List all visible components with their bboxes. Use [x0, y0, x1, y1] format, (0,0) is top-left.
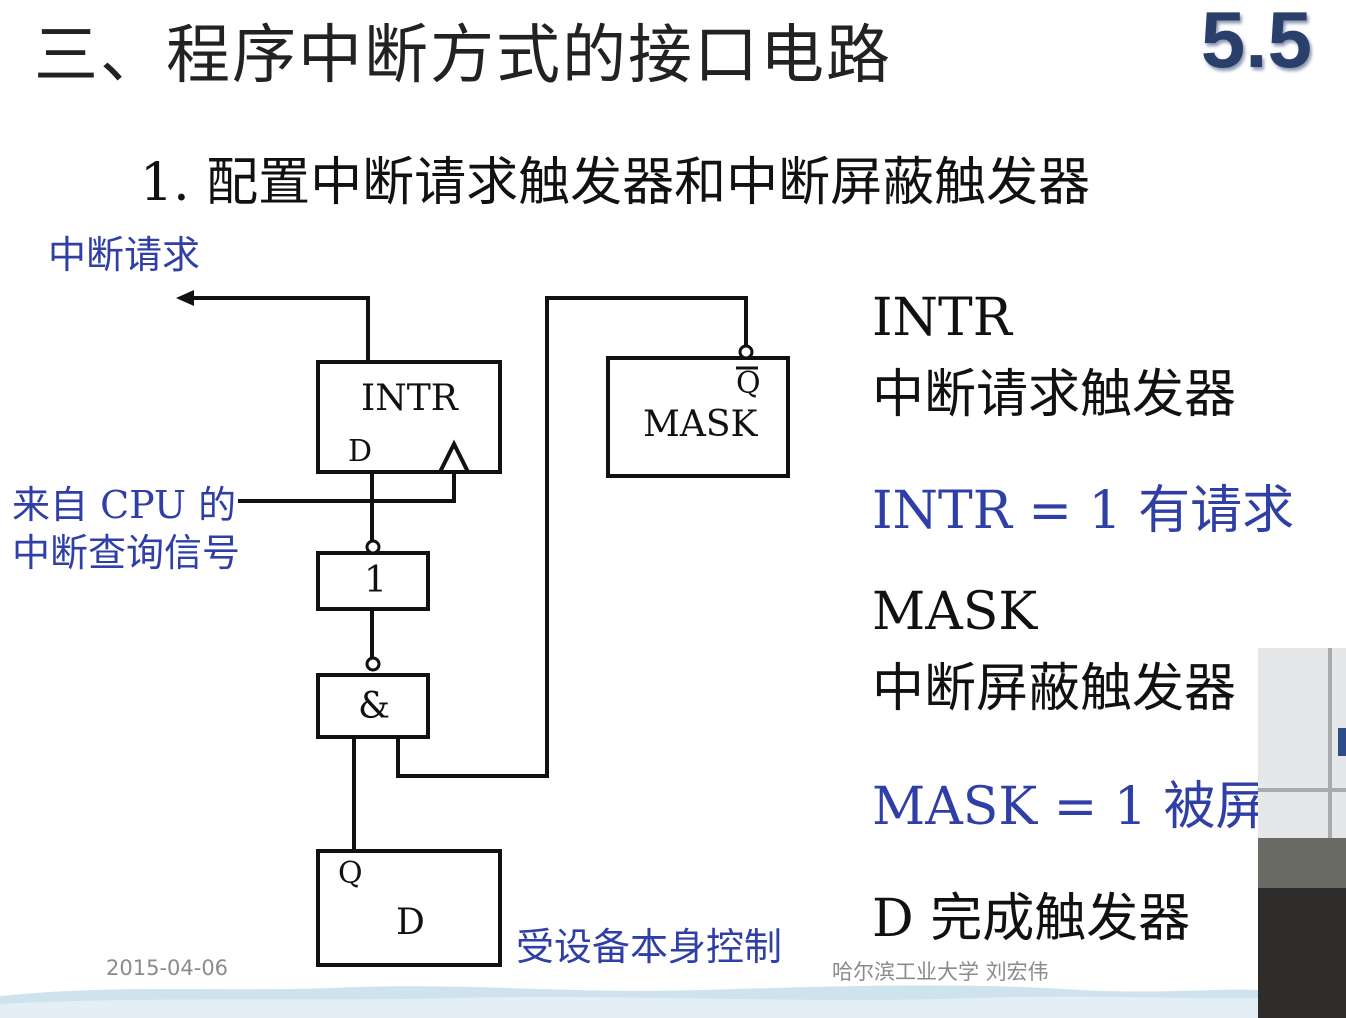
intr-description: 中断请求触发器 — [872, 365, 1237, 425]
clock-triangle — [436, 439, 472, 474]
cpu-query-wire — [238, 472, 456, 503]
mask-equation: MASK = 1 被屏 — [872, 777, 1258, 837]
done-flipflop-description: D 完成触发器 — [872, 889, 1191, 949]
mask-wire — [396, 296, 748, 778]
d-box-label: D — [396, 902, 425, 943]
cpu-query-label-line2: 中断查询信号 — [12, 531, 241, 575]
lecturer-video-thumbnail — [1258, 648, 1346, 1018]
done-flipflop-box — [316, 849, 502, 967]
and-inversion-bubble — [365, 656, 381, 672]
section-number: 5.5 — [1200, 0, 1312, 84]
not-inversion-bubble — [365, 539, 381, 555]
intr-title: INTR — [872, 288, 1012, 348]
interrupt-request-label: 中断请求 — [48, 233, 201, 277]
device-control-label: 受设备本身控制 — [516, 925, 783, 969]
mask-box-label: MASK — [643, 404, 758, 445]
mask-description: 中断屏蔽触发器 — [872, 659, 1237, 719]
intr-output-wire — [186, 296, 370, 362]
not-gate-label: 1 — [364, 560, 387, 601]
and-gate-box — [316, 673, 430, 739]
d-box-q-label: Q — [338, 856, 363, 891]
intr-flipflop-box — [316, 360, 502, 474]
mask-title: MASK — [872, 582, 1038, 642]
intr-equation: INTR = 1 有请求 — [872, 481, 1295, 541]
intr-d-label: D — [348, 434, 373, 469]
intr-box-label: INTR — [361, 378, 458, 419]
decorative-wave — [0, 985, 1258, 1018]
and-gate-label: & — [358, 686, 391, 727]
slide-title: 三、程序中断方式的接口电路 — [34, 19, 892, 93]
mask-flipflop-box — [606, 356, 790, 478]
cpu-query-label-line1: 来自 CPU 的 — [12, 483, 237, 527]
footer-date: 2015-04-06 — [106, 956, 229, 980]
mask-inversion-bubble — [738, 344, 754, 360]
mask-qbar-label: Q — [736, 366, 761, 401]
slide-subtitle: 1. 配置中断请求触发器和中断屏蔽触发器 — [140, 153, 1091, 213]
footer-author: 哈尔滨工业大学 刘宏伟 — [832, 960, 1049, 984]
request-arrowhead — [176, 290, 194, 306]
